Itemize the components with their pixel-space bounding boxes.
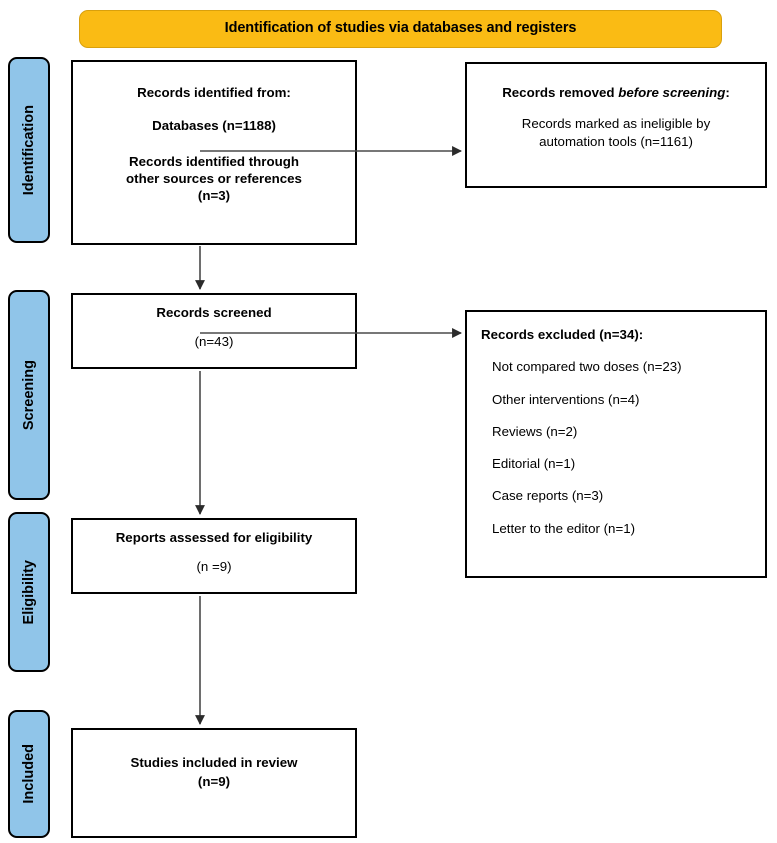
box-records-screened: Records screened (n=43) — [71, 293, 357, 369]
box-records-identified: Records identified from: Databases (n=11… — [71, 60, 357, 245]
reports-assessed-count: (n =9) — [196, 559, 232, 575]
records-removed-line2: automation tools (n=1161) — [539, 133, 693, 149]
records-screened-count: (n=43) — [194, 334, 234, 350]
records-removed-line1: Records marked as ineligible by — [521, 116, 711, 132]
box-records-removed: Records removed before screening: Record… — [465, 62, 767, 188]
records-removed-heading: Records removed before screening: — [477, 84, 755, 101]
stage-label-text: Identification — [21, 104, 37, 196]
stage-label-identification: Identification — [8, 57, 50, 243]
records-excluded-reason: Case reports (n=3) — [492, 488, 604, 504]
stage-label-screening: Screening — [8, 290, 50, 500]
records-excluded-heading: Records excluded (n=34): — [481, 327, 644, 342]
records-excluded-reason: Other interventions (n=4) — [492, 391, 640, 407]
records-identified-heading: Records identified from: — [137, 85, 291, 100]
diagram-banner: Identification of studies via databases … — [79, 10, 722, 48]
stage-label-text: Included — [21, 744, 37, 804]
records-identified-databases: Databases (n=1188) — [152, 118, 276, 134]
records-removed-heading-main: Records removed — [502, 85, 619, 100]
stage-label-text: Eligibility — [21, 559, 37, 625]
records-identified-other-line1: Records identified through — [129, 153, 299, 169]
reports-assessed-heading: Reports assessed for eligibility — [115, 530, 313, 545]
box-records-excluded: Records excluded (n=34): Not compared tw… — [465, 310, 767, 578]
studies-included-heading: Studies included in review — [130, 755, 298, 770]
stage-label-included: Included — [8, 710, 50, 838]
stage-label-eligibility: Eligibility — [8, 512, 50, 672]
records-excluded-reason: Editorial (n=1) — [492, 456, 576, 472]
records-identified-other-count: (n=3) — [197, 188, 231, 204]
records-removed-heading-italic: before screening — [618, 85, 726, 100]
records-excluded-reason: Letter to the editor (n=1) — [492, 520, 636, 536]
records-removed-heading-tail: : — [725, 85, 730, 100]
records-excluded-reason: Reviews (n=2) — [492, 423, 578, 439]
box-studies-included: Studies included in review (n=9) — [71, 728, 357, 838]
studies-included-count: (n=9) — [197, 774, 231, 790]
stage-label-text: Screening — [21, 359, 37, 431]
records-screened-heading: Records screened — [156, 305, 272, 320]
records-identified-other-line2: other sources or references — [126, 170, 302, 186]
records-excluded-reason: Not compared two doses (n=23) — [492, 359, 682, 375]
banner-title: Identification of studies via databases … — [224, 20, 577, 37]
box-reports-assessed: Reports assessed for eligibility (n =9) — [71, 518, 357, 594]
